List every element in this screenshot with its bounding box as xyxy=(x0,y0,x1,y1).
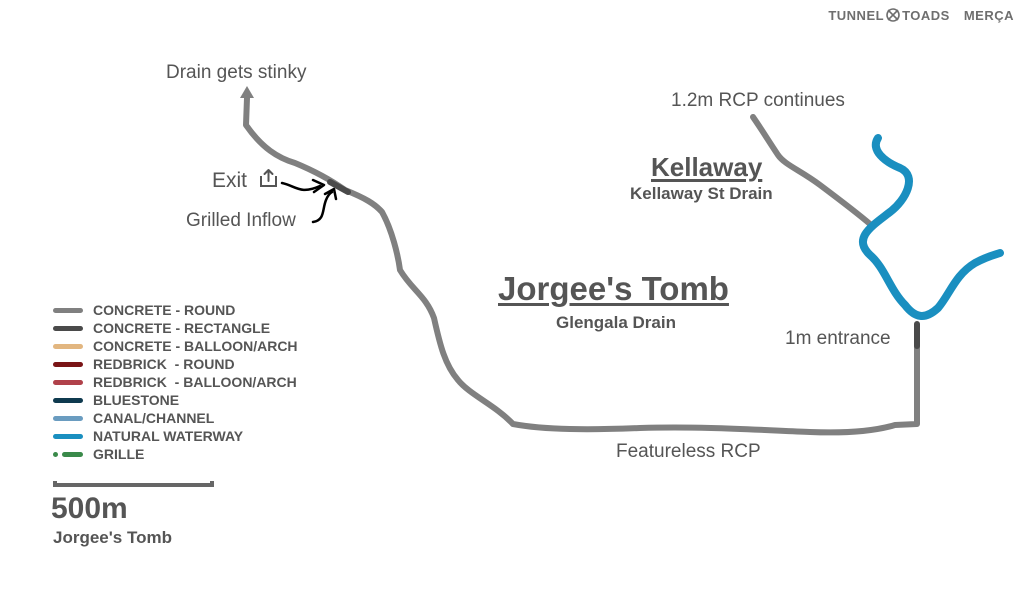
secondary-title: Kellaway xyxy=(651,152,763,182)
legend-label: REDBRICK - BALLOON/ARCH xyxy=(93,374,297,390)
legend-item: NATURAL WATERWAY xyxy=(53,427,298,445)
annotation-featureless: Featureless RCP xyxy=(616,441,761,462)
annotation-rcp-continues: 1.2m RCP continues xyxy=(671,90,845,111)
main-drain-line xyxy=(243,95,920,436)
legend-swatch xyxy=(53,343,83,349)
legend-item: CANAL/CHANNEL xyxy=(53,409,298,427)
legend-item: BLUESTONE xyxy=(53,391,298,409)
scale-value: 500m xyxy=(51,492,128,525)
legend-label: BLUESTONE xyxy=(93,392,180,408)
brand-right: TOADS xyxy=(902,7,950,23)
legend-swatch xyxy=(53,307,83,313)
scale-bar xyxy=(53,481,214,487)
legend-item: GRILLE xyxy=(53,445,298,463)
brand-left: TUNNEL xyxy=(828,7,885,23)
arrow-up-icon xyxy=(240,86,254,98)
legend-swatch xyxy=(53,433,83,439)
legend-swatch xyxy=(53,379,83,385)
legend-label: NATURAL WATERWAY xyxy=(93,428,244,444)
legend-swatch xyxy=(53,361,83,367)
legend-item: CONCRETE - BALLOON/ARCH xyxy=(53,337,298,355)
brand-suffix: MERÇA xyxy=(963,7,1014,23)
legend-swatch xyxy=(53,325,83,331)
legend-item: CONCRETE - RECTANGLE xyxy=(53,319,298,337)
legend: CONCRETE - ROUND CONCRETE - RECTANGLE CO… xyxy=(53,301,298,463)
brand-logo: TUNNEL TOADS MERÇA xyxy=(828,7,1014,23)
legend-item: REDBRICK - ROUND xyxy=(53,355,298,373)
inflow-arrow-head xyxy=(323,187,338,201)
map-title: Jorgee's Tomb xyxy=(498,270,729,307)
kellaway-drain-line xyxy=(750,114,873,227)
legend-label: GRILLE xyxy=(93,446,145,462)
legend-label: CANAL/CHANNEL xyxy=(93,410,215,426)
exit-arrow xyxy=(280,181,322,192)
annotation-grilled-inflow: Grilled Inflow xyxy=(186,210,296,231)
crossed-circle-icon xyxy=(886,8,900,22)
annotation-exit: Exit xyxy=(212,169,248,192)
waterway-line xyxy=(859,134,1004,320)
rectangle-segment xyxy=(327,179,351,195)
legend-item: REDBRICK - BALLOON/ARCH xyxy=(53,373,298,391)
scale-name: Jorgee's Tomb xyxy=(53,528,172,547)
exit-arrow-head xyxy=(311,178,326,194)
legend-label: REDBRICK - ROUND xyxy=(93,356,235,372)
secondary-subtitle: Kellaway St Drain xyxy=(630,184,773,203)
legend-swatch xyxy=(53,415,83,421)
legend-label: CONCRETE - ROUND xyxy=(93,302,236,318)
annotation-entrance: 1m entrance xyxy=(785,328,891,349)
legend-item: CONCRETE - ROUND xyxy=(53,301,298,319)
inflow-arrow xyxy=(311,190,334,224)
legend-swatch-grille xyxy=(53,451,83,457)
legend-label: CONCRETE - RECTANGLE xyxy=(93,320,271,336)
annotation-drain-stinky: Drain gets stinky xyxy=(166,62,307,83)
legend-label: CONCRETE - BALLOON/ARCH xyxy=(93,338,298,354)
upload-icon xyxy=(260,169,277,187)
legend-swatch xyxy=(53,397,83,403)
map-subtitle: Glengala Drain xyxy=(556,313,676,332)
